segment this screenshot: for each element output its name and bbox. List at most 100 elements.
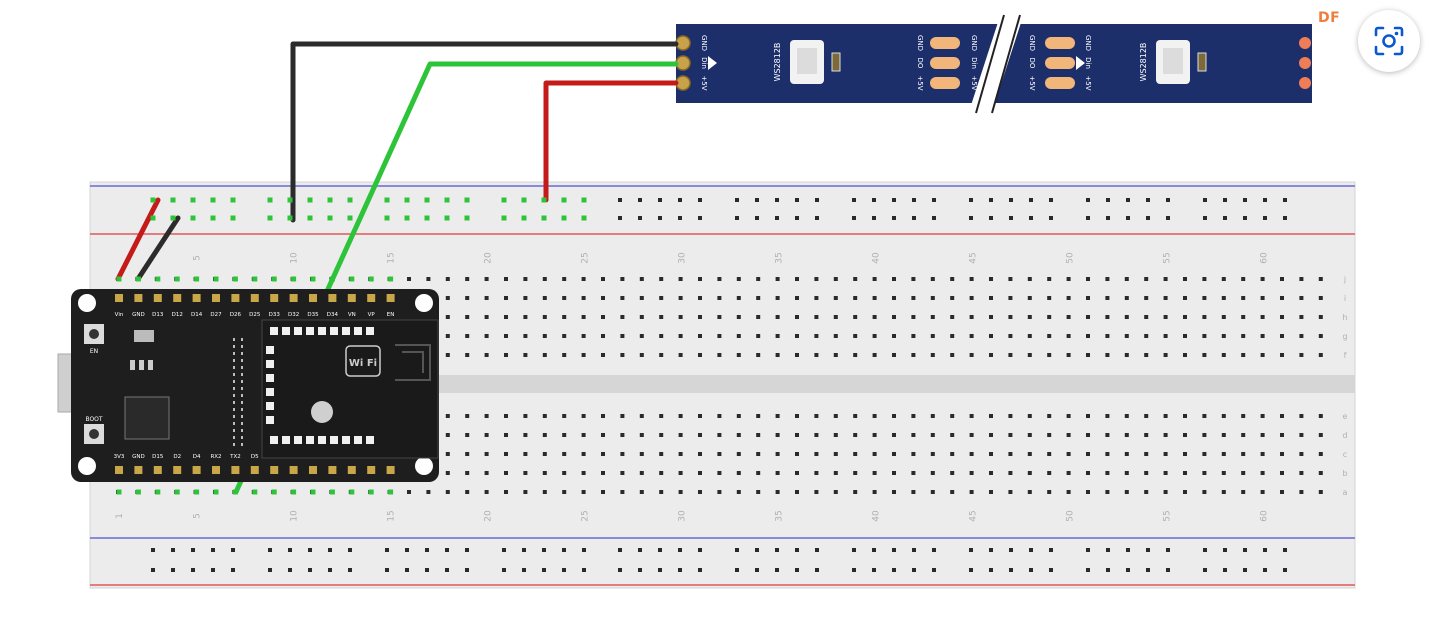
rail-hole	[1049, 198, 1053, 202]
connected-hole	[327, 215, 333, 221]
terminal-hole	[1086, 277, 1090, 281]
rail-hole	[989, 548, 993, 552]
terminal-hole	[1124, 490, 1129, 494]
connected-hole	[170, 215, 176, 221]
terminal-hole	[1047, 452, 1052, 456]
rail-hole	[912, 216, 916, 220]
visual-search-button[interactable]	[1358, 10, 1420, 72]
header-pin	[309, 294, 317, 302]
terminal-hole	[1280, 452, 1284, 456]
terminal-hole	[989, 334, 993, 338]
column-number-bottom: 35	[775, 510, 785, 521]
rail-hole	[1126, 548, 1130, 552]
terminal-hole	[892, 471, 896, 475]
terminal-hole	[1086, 296, 1090, 300]
terminal-hole	[601, 471, 605, 475]
rail-hole	[151, 568, 155, 572]
terminal-hole	[1202, 315, 1207, 319]
terminal-hole	[717, 296, 722, 300]
column-number-top: 45	[969, 252, 979, 263]
terminal-hole	[775, 334, 780, 338]
column-number-top: 20	[484, 252, 494, 264]
strip-break-mark	[975, 14, 1005, 114]
terminal-hole	[950, 490, 955, 494]
terminal-hole	[504, 414, 508, 418]
terminal-hole	[1299, 334, 1304, 338]
terminal-hole	[1202, 433, 1207, 437]
terminal-hole	[1163, 334, 1168, 338]
terminal-hole	[620, 471, 625, 475]
rail-hole	[735, 198, 739, 202]
connected-hole	[404, 197, 410, 203]
column-number-top: 25	[581, 252, 591, 263]
row-letter: e	[1343, 412, 1348, 421]
pin-label-bottom: D4	[193, 454, 201, 460]
terminal-hole	[1318, 433, 1323, 437]
terminal-hole	[678, 296, 683, 300]
connected-hole	[210, 197, 216, 203]
terminal-hole	[1318, 277, 1323, 281]
terminal-hole	[930, 452, 935, 456]
rail-hole	[425, 568, 429, 572]
terminal-hole	[717, 353, 722, 357]
terminal-hole	[678, 414, 683, 418]
terminal-hole	[1047, 334, 1052, 338]
column-number-bottom: 10	[290, 510, 300, 522]
strip-pad-label: Din	[1084, 57, 1092, 69]
pin-label-bottom: GND	[132, 454, 145, 460]
terminal-hole	[639, 433, 644, 437]
connected-hole	[307, 215, 313, 221]
terminal-hole	[1202, 414, 1207, 418]
terminal-hole	[1183, 490, 1187, 494]
rail-hole	[328, 568, 332, 572]
connected-hole	[194, 276, 200, 282]
terminal-hole	[736, 296, 741, 300]
header-pin	[115, 294, 123, 302]
terminal-hole	[1027, 353, 1032, 357]
terminal-hole	[1299, 452, 1304, 456]
terminal-hole	[1280, 433, 1284, 437]
terminal-hole	[1086, 353, 1090, 357]
terminal-hole	[620, 334, 625, 338]
terminal-hole	[950, 353, 955, 357]
terminal-hole	[814, 296, 819, 300]
rail-hole	[308, 568, 312, 572]
connected-hole	[291, 276, 297, 282]
terminal-hole	[969, 296, 974, 300]
terminal-hole	[445, 277, 450, 281]
terminal-hole	[930, 315, 935, 319]
terminal-hole	[950, 471, 955, 475]
terminal-hole	[872, 296, 877, 300]
terminal-hole	[1066, 433, 1071, 437]
terminal-hole	[1241, 471, 1246, 475]
terminal-hole	[659, 452, 664, 456]
module-pad	[366, 436, 374, 444]
terminal-hole	[1066, 471, 1071, 475]
terminal-hole	[1280, 296, 1284, 300]
terminal-hole	[1124, 471, 1129, 475]
terminal-hole	[736, 315, 741, 319]
rail-hole	[1106, 568, 1110, 572]
visual-search-icon	[1374, 26, 1404, 56]
terminal-hole	[562, 414, 567, 418]
connected-hole	[329, 276, 335, 282]
row-letter: h	[1342, 313, 1347, 322]
terminal-hole	[523, 490, 528, 494]
terminal-hole	[892, 414, 896, 418]
terminal-hole	[853, 277, 858, 281]
terminal-hole	[523, 315, 528, 319]
terminal-hole	[950, 315, 955, 319]
terminal-hole	[445, 315, 450, 319]
connected-hole	[307, 197, 313, 203]
rail-hole	[638, 216, 642, 220]
terminal-hole	[639, 315, 644, 319]
rail-hole	[1086, 198, 1090, 202]
connected-hole	[267, 215, 273, 221]
rail-hole	[775, 548, 779, 552]
terminal-hole	[581, 296, 586, 300]
rail-hole	[932, 216, 936, 220]
terminal-hole	[1105, 452, 1110, 456]
terminal-hole	[1221, 490, 1226, 494]
terminal-hole	[1299, 296, 1304, 300]
